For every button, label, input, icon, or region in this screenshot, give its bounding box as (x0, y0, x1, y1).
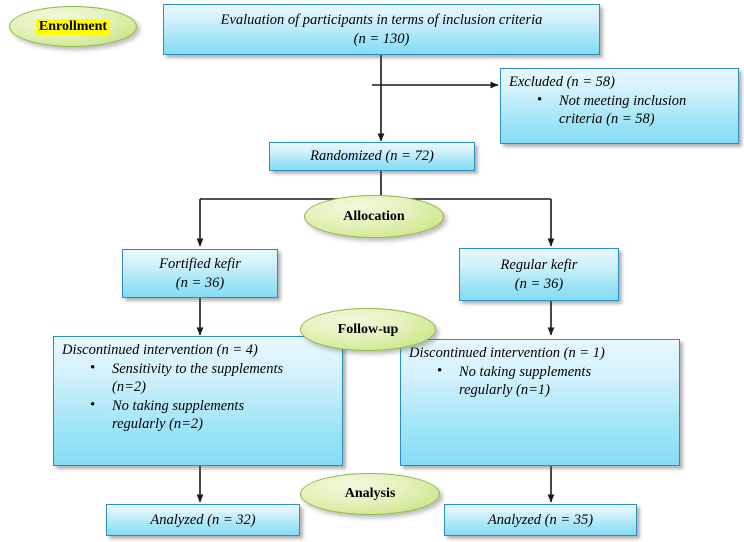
list-item: Sensitivity to the supplements (n=2) (90, 359, 317, 397)
randomized-line-1: Randomized (n = 72) (310, 148, 434, 165)
node-analyzed-fortified-kefir: Analyzed (n = 32) (106, 504, 300, 536)
followup-right-reason-list: No taking supplements regularly (n=1) (409, 362, 637, 400)
phase-label-analysis: Analysis (344, 486, 396, 501)
followup-right-heading: Discontinued intervention (n = 1) (409, 345, 605, 361)
node-excluded: Excluded (n = 58) Not meeting inclusion … (500, 68, 739, 144)
analyzed-left-line-1: Analyzed (n = 32) (150, 511, 256, 528)
arm-left-line-2: (n = 36) (175, 274, 225, 291)
node-arm-regular-kefir: Regular kefir (n = 36) (459, 248, 619, 301)
phase-label-enrollment: Enrollment (35, 18, 111, 35)
node-assessed-for-eligibility: Evaluation of participants in terms of i… (163, 4, 600, 55)
phase-ellipse-analysis: Analysis (300, 473, 440, 515)
assessed-line-1: Evaluation of participants in terms of i… (220, 11, 543, 28)
node-followup-fortified-kefir: Discontinued intervention (n = 4) Sensit… (53, 336, 343, 466)
node-arm-fortified-kefir: Fortified kefir (n = 36) (122, 249, 278, 298)
phase-ellipse-allocation: Allocation (304, 195, 444, 238)
arm-right-line-1: Regular kefir (500, 256, 578, 273)
node-followup-regular-kefir: Discontinued intervention (n = 1) No tak… (400, 339, 680, 466)
arm-left-line-1: Fortified kefir (159, 255, 241, 272)
phase-ellipse-followup: Follow-up (300, 308, 436, 351)
list-item: No taking supplements regularly (n=1) (437, 362, 637, 400)
assessed-line-2: (n = 130) (353, 30, 410, 47)
followup-left-reason-list: Sensitivity to the supplements (n=2) No … (62, 359, 317, 434)
analyzed-right-line-1: Analyzed (n = 35) (487, 511, 594, 528)
list-item: No taking supplements regularly (n=2) (90, 396, 290, 434)
excluded-reason-list: Not meeting inclusion criteria (n = 58) (509, 91, 732, 129)
node-analyzed-regular-kefir: Analyzed (n = 35) (444, 504, 637, 536)
phase-label-followup: Follow-up (337, 321, 399, 337)
arm-right-line-2: (n = 36) (514, 275, 564, 292)
phase-label-allocation: Allocation (343, 208, 405, 224)
list-item: Not meeting inclusion criteria (n = 58) (537, 91, 732, 129)
followup-left-heading: Discontinued intervention (n = 4) (62, 342, 258, 358)
excluded-heading: Excluded (n = 58) (509, 74, 616, 90)
phase-ellipse-enrollment: Enrollment (9, 6, 137, 47)
node-randomized: Randomized (n = 72) (269, 142, 475, 171)
